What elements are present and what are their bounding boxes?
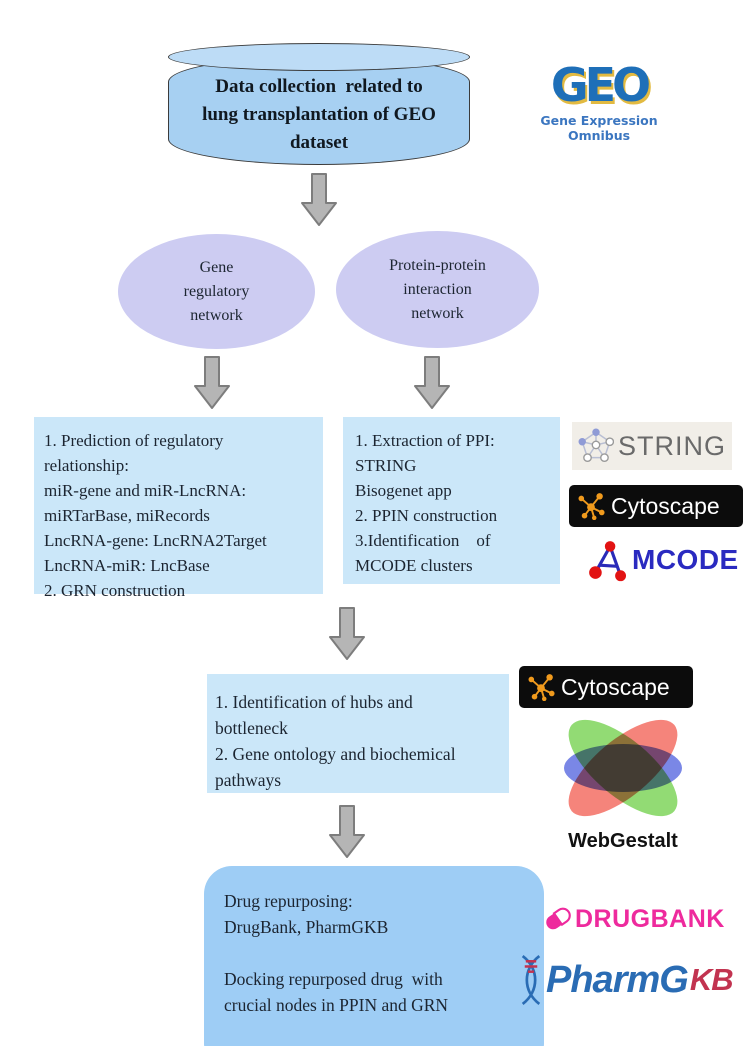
down-arrow-icon	[301, 173, 337, 226]
string-logo-text: STRING	[617, 430, 726, 461]
ppi-ellipse: Protein-protein interaction network	[336, 231, 539, 348]
geo-logo: GEO Gene Expression Omnibus	[508, 60, 690, 143]
pharmgkb-text-main: PharmG	[546, 958, 689, 1001]
drug-repurposing-box: Drug repurposing: DrugBank, PharmGKB Doc…	[204, 866, 544, 1046]
down-arrow-icon	[329, 805, 365, 858]
cytoscape-logo: Cytoscape	[519, 666, 693, 708]
pill-icon	[546, 907, 571, 930]
string-network-icon	[578, 428, 614, 463]
webgestalt-logo-text: WebGestalt	[568, 830, 678, 852]
ppi-steps-box: 1. Extraction of PPI: STRING Bisogenet a…	[343, 417, 560, 584]
webgestalt-flower-icon	[552, 703, 694, 833]
pharmgkb-text-suffix: KB	[689, 962, 734, 997]
ppi-ellipse-text: Protein-protein interaction network	[389, 256, 486, 322]
cytoscape-logo: Cytoscape	[569, 485, 743, 527]
grn-steps-box: 1. Prediction of regulatory relationship…	[34, 417, 323, 600]
cytoscape-network-icon	[528, 674, 555, 701]
cytoscape-logo-text: Cytoscape	[561, 673, 670, 700]
webgestalt-petal-blue	[564, 744, 682, 792]
grn-ellipse: Gene regulatory network	[118, 234, 315, 349]
mcode-logo-text: MCODE	[632, 544, 739, 575]
data-collection-cylinder: Data collection related to lung transpla…	[168, 43, 470, 165]
cylinder-body	[168, 56, 470, 165]
geo-logo-text: GEO	[550, 58, 651, 112]
mcode-network-icon	[589, 541, 627, 582]
mcode-logo: MCODE	[588, 538, 739, 582]
hubs-pathways-box: 1. Identification of hubs and bottleneck…	[207, 674, 509, 793]
cytoscape-logo-text: Cytoscape	[611, 492, 720, 519]
webgestalt-logo: WebGestalt	[552, 703, 694, 853]
dna-helix-icon	[521, 954, 541, 1006]
down-arrow-icon	[414, 356, 450, 409]
drugbank-logo: DRUGBANK	[542, 903, 725, 935]
geo-logo-subtitle: Gene Expression Omnibus	[540, 113, 658, 143]
down-arrow-icon	[329, 607, 365, 660]
data-collection-text: Data collection related to lung transpla…	[202, 76, 436, 153]
down-arrow-icon	[194, 356, 230, 409]
string-logo: STRING	[572, 422, 732, 470]
cytoscape-network-icon	[578, 493, 605, 520]
cylinder-top-ellipse	[168, 43, 470, 71]
drugbank-logo-text: DRUGBANK	[575, 904, 725, 933]
grn-ellipse-text: Gene regulatory network	[183, 258, 250, 324]
